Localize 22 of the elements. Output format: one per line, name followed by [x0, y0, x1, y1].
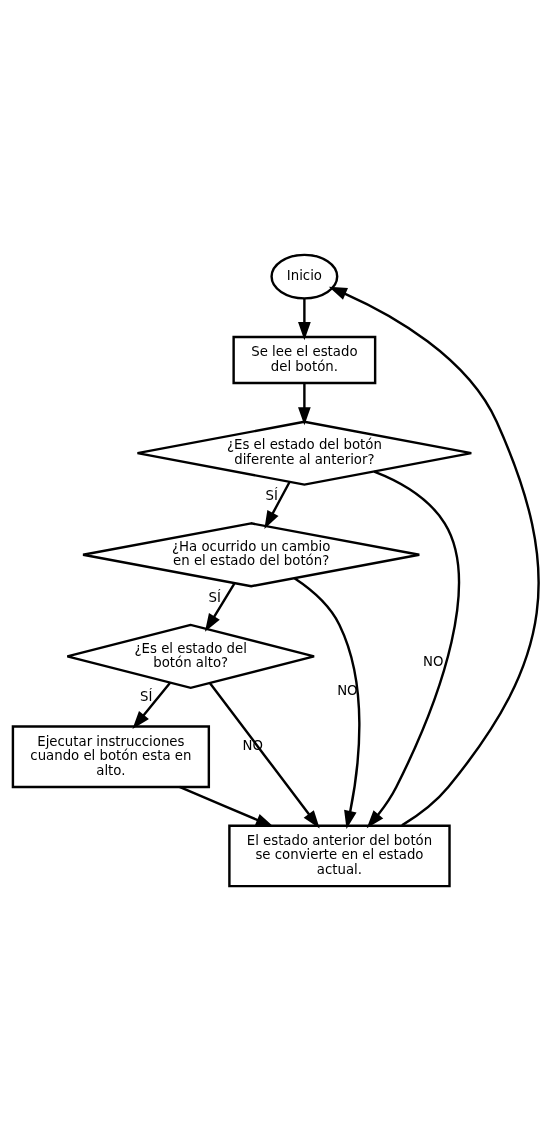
arrow	[298, 298, 311, 340]
arrow	[204, 582, 236, 632]
node-box: Ejecutar instrucciones cuando el botón esta en alto.	[11, 724, 211, 788]
node-diamond: ¿Ha ocurrido un cambio en el estado del botón?	[81, 521, 421, 587]
node-diamond: ¿Es el estado del botón diferente al anterior?	[136, 420, 473, 486]
arrow	[264, 480, 291, 529]
arrow	[298, 382, 311, 425]
edge-label: NO	[422, 653, 444, 669]
edge-label: SÍ	[140, 688, 153, 704]
edge-label: NO	[337, 682, 358, 698]
edge-label: SÍ	[265, 487, 278, 503]
arrow	[208, 681, 320, 829]
edge-label: SÍ	[208, 589, 221, 605]
node-ellipse: Inicio	[270, 253, 339, 300]
arrow	[179, 785, 274, 827]
arrow	[293, 576, 361, 829]
node-box: El estado anterior del botón se convierte en el estado actual.	[228, 824, 451, 887]
arrow	[366, 469, 460, 828]
arrow	[328, 286, 540, 826]
node-box: Se lee el estado del botón.	[232, 335, 377, 384]
arrow	[132, 681, 172, 729]
node-diamond: ¿Es el estado del botón alto?	[66, 623, 316, 689]
